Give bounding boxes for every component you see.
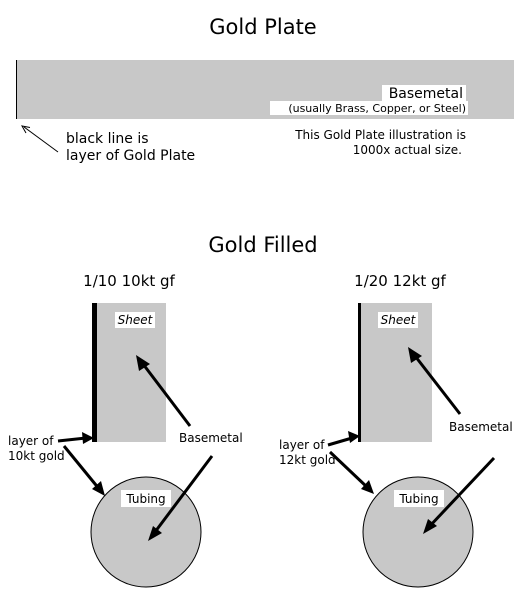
left-layer-label-line2: 10kt gold [8, 449, 65, 463]
right-tubing-label-box [394, 490, 444, 507]
right-basemetal-arrow-to-tubing [426, 456, 496, 530]
right-tubing-label: Tubing [398, 492, 438, 506]
left-basemetal-arrow-to-tubing [150, 455, 214, 537]
right-layer-arrowhead-tubing [361, 480, 374, 494]
right-layer-label-line2: 12kt gold [279, 453, 336, 467]
left-basemetal-arrow-to-sheet [138, 359, 192, 427]
scale-note-line2: 1000x actual size. [353, 143, 462, 157]
right-basemetal-arrow-to-sheet [410, 351, 462, 415]
right-layer-arrow-to-sheet [327, 436, 353, 447]
black-line-pointer-arrow [23, 126, 59, 153]
left-gold-filled-example: 1/10 10kt gf Sheet Tubing Basemetal laye… [8, 272, 243, 588]
gold-plate-title: Gold Plate [209, 15, 316, 39]
right-basemetal-arrowhead-tubing [423, 519, 437, 534]
black-line-note-line1: black line is [66, 131, 149, 147]
left-tubing-label-box [121, 490, 171, 507]
gold-plate-section: Gold Plate Basemetal (usually Brass, Cop… [16, 15, 514, 164]
left-layer-arrow-to-tubing [62, 445, 102, 491]
right-basemetal-label: Basemetal [449, 420, 513, 434]
right-layer-label-line1: layer of [279, 438, 325, 452]
left-gold-layer [92, 303, 97, 442]
black-line-pointer-arrowhead [21, 125, 31, 134]
right-heading: 1/20 12kt gf [354, 272, 446, 290]
right-sheet-label-box [378, 312, 418, 328]
left-tubing-circle [90, 476, 202, 588]
left-tubing-label: Tubing [125, 492, 165, 506]
gold-plate-basemetal-label: Basemetal [389, 86, 463, 102]
left-sheet-label: Sheet [118, 313, 154, 327]
basemetal-note-box [270, 101, 468, 115]
gold-plate-basemetal-note: (usually Brass, Copper, or Steel) [288, 102, 466, 115]
left-layer-arrow-to-sheet [57, 436, 87, 443]
right-gold-layer [358, 303, 361, 442]
left-basemetal-label: Basemetal [179, 431, 243, 445]
basemetal-label-box [382, 85, 466, 101]
right-layer-arrowhead-sheet [348, 431, 360, 443]
left-basemetal-arrowhead-tubing [148, 526, 162, 541]
black-line-note-line2: layer of Gold Plate [66, 148, 195, 164]
right-sheet-label: Sheet [381, 313, 417, 327]
left-layer-label-line1: layer of [8, 434, 54, 448]
left-layer-arrowhead-sheet [82, 432, 94, 444]
right-tubing-circle [362, 476, 474, 588]
left-layer-arrowhead-tubing [92, 481, 105, 496]
left-basemetal-arrowhead-sheet [136, 355, 150, 371]
gold-filled-title: Gold Filled [208, 233, 317, 257]
left-sheet-label-box [115, 312, 155, 328]
right-basemetal-arrowhead-sheet [408, 347, 422, 363]
right-gold-filled-example: 1/20 12kt gf Sheet Tubing Basemetal laye… [279, 272, 513, 588]
scale-note-line1: This Gold Plate illustration is [294, 128, 466, 142]
left-heading: 1/10 10kt gf [83, 272, 175, 290]
gold-filled-section: Gold Filled 1/10 10kt gf Sheet Tubing Ba… [8, 233, 513, 588]
right-layer-arrow-to-tubing [328, 450, 370, 490]
